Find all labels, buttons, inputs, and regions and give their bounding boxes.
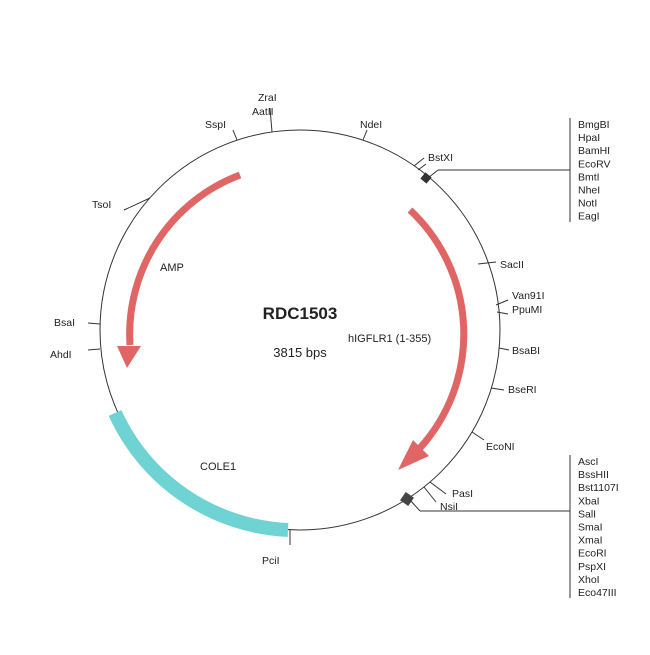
amp-label: AMP	[160, 262, 184, 274]
site-pasi[interactable]: PasI	[452, 488, 473, 500]
site-asci[interactable]: AscI	[578, 456, 598, 468]
site-pcii[interactable]: PciI	[262, 555, 280, 567]
amp-feature[interactable]	[126, 171, 242, 346]
site-aatii[interactable]: AatII	[252, 106, 274, 118]
site-ecorv[interactable]: EcoRV	[578, 158, 611, 170]
site-eagi[interactable]: EagI	[578, 211, 600, 223]
site-sacii[interactable]: SacII	[500, 259, 524, 271]
site-van91i[interactable]: Van91I	[512, 290, 545, 302]
site-sali[interactable]: SalI	[578, 508, 596, 520]
site-pspxi[interactable]: PspXI	[578, 561, 606, 573]
site-ndei[interactable]: NdeI	[360, 119, 382, 131]
site-noti[interactable]: NotI	[578, 198, 597, 210]
site-bst1107i[interactable]: Bst1107I	[578, 482, 619, 494]
site-hpai[interactable]: HpaI	[578, 132, 600, 144]
site-eco47iii[interactable]: Eco47III	[578, 587, 617, 599]
site-bmti[interactable]: BmtI	[578, 171, 600, 183]
site-smai[interactable]: SmaI	[578, 522, 603, 534]
site-xmai[interactable]: XmaI	[578, 535, 603, 547]
backbone-circle	[99, 129, 501, 531]
higflr1-feature[interactable]	[407, 207, 468, 451]
site-ppumi[interactable]: PpuMI	[512, 304, 542, 316]
site-bstxi[interactable]: BstXI	[428, 152, 453, 164]
site-econi[interactable]: EcoNI	[486, 441, 515, 453]
amp-arrowhead	[117, 346, 141, 368]
site-bsshii[interactable]: BssHII	[578, 469, 609, 481]
site-zrai[interactable]: ZraI	[258, 92, 277, 104]
site-xhoi[interactable]: XhoI	[578, 574, 600, 586]
plasmid-size: 3815 bps	[273, 345, 327, 360]
site-nhei[interactable]: NheI	[578, 185, 600, 197]
site-xbai[interactable]: XbaI	[578, 495, 600, 507]
higflr1-label: hIGFLR1 (1-355)	[348, 333, 431, 345]
site-nsii[interactable]: NsiI	[440, 501, 458, 513]
site-bsabi[interactable]: BsaBI	[512, 345, 540, 357]
site-bmgbi[interactable]: BmgBI	[578, 119, 610, 131]
site-ecori[interactable]: EcoRI	[578, 548, 607, 560]
site-bamhi[interactable]: BamHI	[578, 145, 610, 157]
site-sspi[interactable]: SspI	[205, 119, 226, 131]
cole1-feature[interactable]	[108, 410, 289, 537]
site-bsai[interactable]: BsaI	[54, 317, 75, 329]
site-bseri[interactable]: BseRI	[508, 384, 537, 396]
site-tsoi[interactable]: TsoI	[92, 199, 111, 211]
plasmid-name: RDC1503	[263, 304, 338, 323]
higflr1-arrowhead	[398, 440, 429, 470]
cole1-label: COLE1	[200, 461, 236, 473]
site-ticks	[87, 107, 571, 598]
site-ahdi[interactable]: AhdI	[50, 349, 72, 361]
